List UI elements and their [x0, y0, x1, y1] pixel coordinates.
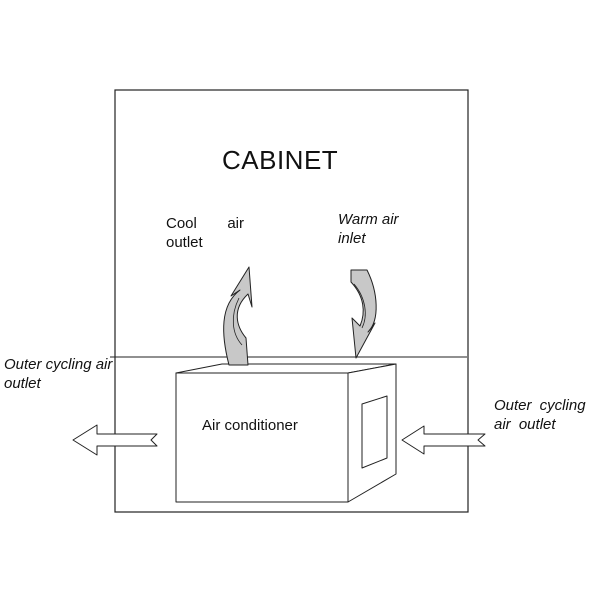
outer-right-arrow-icon	[401, 425, 486, 455]
warm-air-inlet-label: Warm air inlet	[338, 211, 399, 247]
warm-air-arrow-icon	[350, 269, 377, 359]
ac-side-vent	[361, 395, 388, 469]
outer-cycling-left-label: Outer cycling air outlet	[4, 356, 113, 392]
outer-left-arrow-icon	[72, 424, 158, 456]
air-conditioner-label: Air conditioner	[202, 417, 298, 434]
cool-air-arrow-icon	[223, 266, 253, 366]
outer-cycling-right-label: Outer cycling air outlet	[494, 397, 586, 433]
cool-air-outlet-label: Cool air outlet	[166, 215, 244, 251]
air-conditioner-box	[175, 363, 397, 503]
ac-front-face	[175, 372, 349, 503]
cabinet-outline	[114, 89, 469, 513]
cabinet-title: CABINET	[222, 145, 339, 175]
